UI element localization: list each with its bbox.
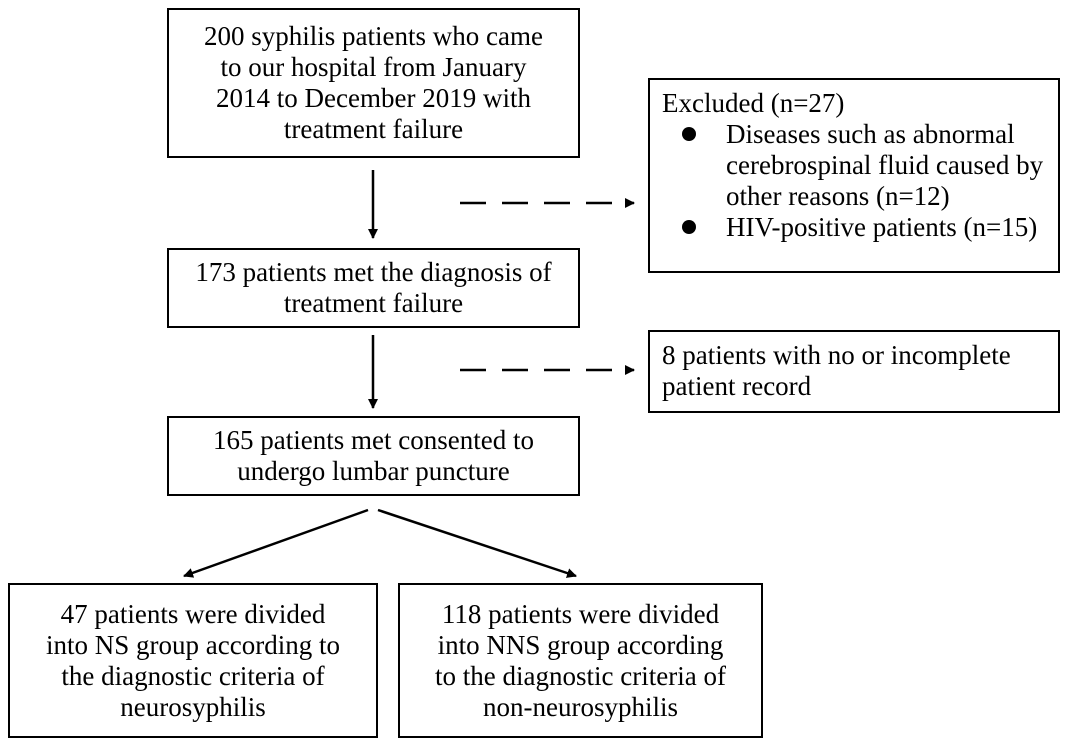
nns-group-box: 118 patients were divided into NNS group… [398, 583, 763, 738]
box-text-line: to our hospital from January [220, 52, 527, 82]
excluded-item-line: other reasons (n=12) [726, 181, 950, 211]
box-text-line: 8 patients with no or incomplete [662, 340, 1011, 370]
box-text-line: patient record [662, 371, 812, 401]
excluded-item-line: cerebrospinal fluid caused by [726, 150, 1044, 180]
box-text-line: undergo lumbar puncture [237, 456, 510, 486]
bullet-icon [682, 220, 696, 234]
lumbar-puncture-box: 165 patients met consented to undergo lu… [167, 416, 580, 496]
excluded-item-line: Diseases such as abnormal [726, 119, 1015, 149]
excluded-item: Diseases such as abnormal cerebrospinal … [662, 119, 1046, 212]
box-text-line: to the diagnostic criteria of [435, 660, 726, 691]
box-text-line: 47 patients were divided [60, 598, 326, 629]
arrow-lumbar-to-nns [377, 508, 577, 578]
box-text-line: 173 patients met the diagnosis of [195, 257, 552, 287]
box-text-line: 2014 to December 2019 with [216, 83, 531, 113]
met-diagnosis-box: 173 patients met the diagnosis of treatm… [167, 248, 580, 328]
box-text-line: treatment failure [283, 288, 464, 318]
box-text-line: non-neurosyphilis [483, 691, 678, 722]
box-text-line: into NNS group according [437, 629, 724, 660]
arrow-lumbar-to-ns [183, 508, 369, 578]
box-text-line: into NS group according to [46, 629, 340, 660]
excluded-box: Excluded (n=27) Diseases such as abnorma… [648, 78, 1060, 273]
excluded-item-line: HIV-positive patients (n=15) [726, 212, 1038, 242]
box-text-line: 165 patients met consented to [213, 425, 534, 455]
no-record-box: 8 patients with no or incomplete patient… [648, 330, 1060, 413]
box-text-line: 118 patients were divided [441, 598, 720, 629]
box-text-line: neurosyphilis [120, 691, 266, 722]
box-text-line: the diagnostic criteria of [61, 660, 325, 691]
ns-group-box: 47 patients were divided into NS group a… [8, 583, 378, 738]
bullet-icon [682, 127, 696, 141]
box-text-line: 200 syphilis patients who came [204, 21, 543, 51]
excluded-item: HIV-positive patients (n=15) [662, 212, 1046, 243]
initial-cohort-box: 200 syphilis patients who came to our ho… [167, 8, 580, 158]
excluded-title: Excluded (n=27) [662, 88, 845, 118]
box-text-line: treatment failure [283, 114, 464, 144]
